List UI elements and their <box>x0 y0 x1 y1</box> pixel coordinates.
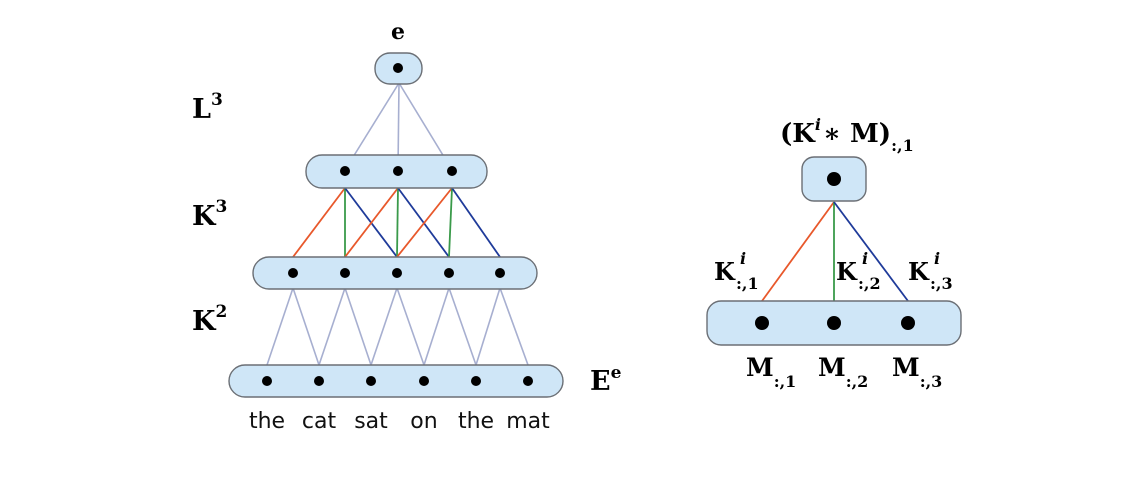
node <box>340 268 350 278</box>
input-label-3: M:,3 <box>892 353 942 391</box>
nodes <box>262 63 533 386</box>
input-label-1: M:,1 <box>746 353 796 391</box>
edge-blue <box>451 187 501 258</box>
word: the <box>249 409 285 434</box>
edges-k2 <box>266 287 529 366</box>
node <box>523 376 533 386</box>
node <box>392 268 402 278</box>
edges-k3 <box>292 187 501 258</box>
embedding-box <box>228 364 564 398</box>
word: the <box>458 409 494 434</box>
node <box>447 166 457 176</box>
edge-green <box>396 187 399 258</box>
word: mat <box>506 409 550 434</box>
layer-label-K2: K2 <box>192 302 227 337</box>
edge-orange <box>396 187 453 258</box>
node <box>340 166 350 176</box>
node <box>393 166 403 176</box>
node <box>314 376 324 386</box>
node <box>827 172 841 186</box>
embedding-label: Ee <box>590 363 622 397</box>
node <box>495 268 505 278</box>
edge <box>499 287 529 366</box>
edge-orange <box>344 187 399 258</box>
node <box>419 376 429 386</box>
edge <box>318 287 346 366</box>
sentence-words: the cat sat on the mat <box>249 409 550 434</box>
node <box>471 376 481 386</box>
edge <box>448 287 477 366</box>
word: cat <box>302 409 337 434</box>
edge-orange <box>292 187 346 258</box>
node <box>288 268 298 278</box>
node <box>393 63 403 73</box>
word: on <box>410 409 437 434</box>
edge-green <box>448 187 453 258</box>
edge-blue <box>833 201 909 302</box>
edge <box>396 287 425 366</box>
edge <box>292 287 320 366</box>
node <box>262 376 272 386</box>
edge <box>370 287 398 366</box>
layer-label-L3: L3 <box>192 90 223 125</box>
output-label: (Ki∗ M):,1 <box>780 115 914 155</box>
edge <box>475 287 501 366</box>
word: sat <box>354 409 388 434</box>
node <box>444 268 454 278</box>
edge <box>266 287 294 366</box>
edge <box>344 287 372 366</box>
node <box>366 376 376 386</box>
node <box>827 316 841 330</box>
layer-label-K3: K3 <box>192 197 227 232</box>
edge-orange <box>761 201 835 302</box>
edge <box>423 287 450 366</box>
node <box>755 316 769 330</box>
input-label-2: M:,2 <box>818 353 868 391</box>
left-network: e L3 K3 K2 Ee the cat sat on the mat <box>192 19 622 434</box>
top-label-e: e <box>391 19 405 45</box>
node <box>901 316 915 330</box>
